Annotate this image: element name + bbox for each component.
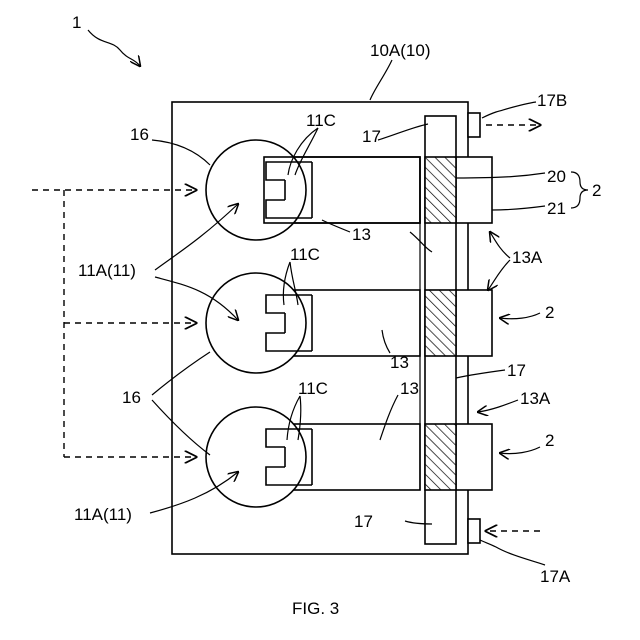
label-13-mid: 13 (390, 353, 409, 372)
label-17-bot: 17 (354, 512, 373, 531)
seal-20-label: 20 (547, 167, 566, 186)
label-11A-bot: 11A(11) (74, 505, 132, 524)
circle-11A-mid (206, 273, 306, 373)
label-13-bot: 13 (400, 379, 419, 398)
label-16-mid: 16 (122, 388, 141, 407)
cap-2-bot (425, 424, 492, 490)
circle-11A-bot (206, 407, 306, 507)
cap-2-top (425, 157, 492, 223)
seal-20-top (425, 157, 456, 223)
label-11C-mid: 11C (290, 245, 320, 264)
cap-21-label: 21 (547, 199, 566, 218)
port-17B (468, 113, 480, 137)
label-17-top: 17 (362, 127, 381, 146)
label-16-top: 16 (130, 125, 149, 144)
cap-2-label-bot: 2 (545, 431, 554, 450)
cap-2-label-mid: 2 (545, 303, 554, 322)
inlet-label: 17A (540, 567, 571, 586)
circle-11A-top (206, 140, 306, 240)
port-17A (468, 519, 480, 543)
label-11C-bot: 11C (298, 379, 328, 398)
cap-2-mid (425, 290, 492, 356)
outlet-label: 17B (537, 91, 567, 110)
label-13-top: 13 (352, 225, 371, 244)
seal-20-bot (425, 424, 456, 490)
label-13A-mid: 13A (520, 389, 551, 408)
label-11A-top: 11A(11) (78, 261, 136, 280)
housing-label: 10A(10) (370, 41, 430, 60)
ref-1-label: 1 (72, 13, 81, 32)
label-13A-top: 13A (512, 248, 543, 267)
seal-20-mid (425, 290, 456, 356)
figure-caption: FIG. 3 (292, 599, 339, 618)
cap-2-label-top: 2 (592, 181, 601, 200)
label-11C-top: 11C (306, 111, 336, 130)
label-17-mid: 17 (507, 361, 526, 380)
